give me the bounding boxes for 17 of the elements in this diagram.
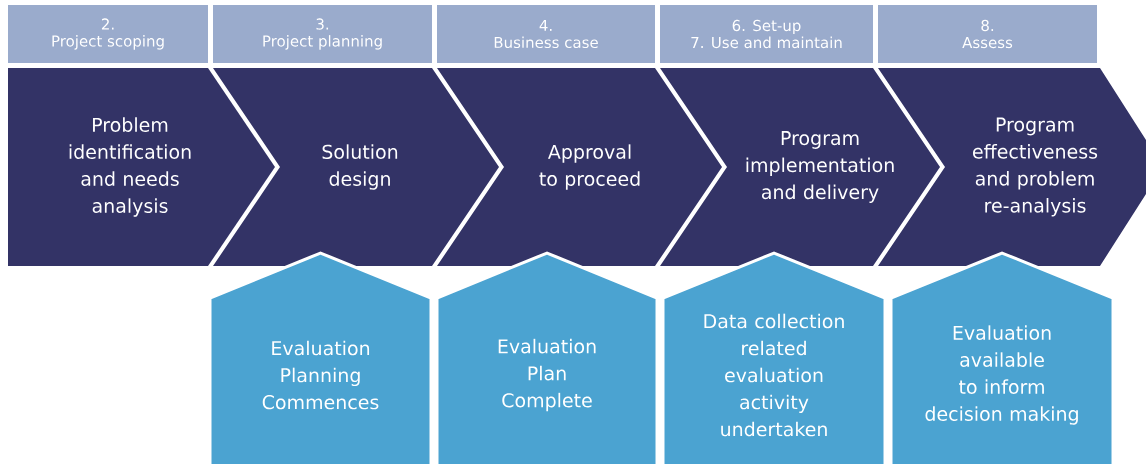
stage-header: 3. Project planning [213,5,432,63]
process-step-box: Program implementation and delivery [660,68,940,266]
node-label: Program effectiveness and problem re-analysis [973,117,1098,217]
milestone-pentagon: Evaluation available to inform decision making [889,251,1115,464]
stage-header: 4. Business case [437,5,655,63]
stage-header: 8. Assess [878,5,1097,63]
milestone-pentagon: Evaluation Plan Complete [435,251,659,464]
milestone-pentagon: Data collection related evaluation activity undertaken [661,251,887,464]
stage-header: 6. Set-up 7. Use and maintain [660,5,873,63]
node-label: Solution design [322,144,398,190]
process-step-box: Approval to proceed [437,68,722,266]
node-label: Approval to proceed [539,144,640,190]
process-step-box: Solution design [213,68,499,266]
process-step-box: Problem identification and needs analysis [8,68,275,266]
node-label: Problem identification and needs analysis [69,117,191,217]
stage-header: 2. Project scoping [8,5,208,63]
milestone-pentagon: Evaluation Planning Commences [208,251,433,464]
